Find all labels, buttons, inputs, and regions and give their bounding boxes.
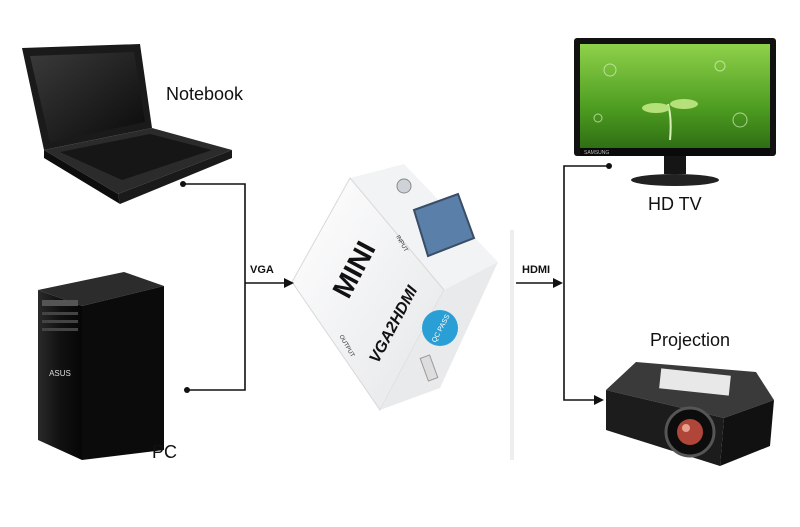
adapter-image: QC PASS MINI VGA2HDMI INPUT OUTPUT [291, 164, 498, 411]
notebook-label: Notebook [166, 84, 244, 104]
reflection-strip [510, 230, 514, 460]
pc-label: PC [152, 442, 178, 462]
vga-connection-lines [183, 183, 288, 391]
pc-image: ASUS [38, 272, 164, 460]
pc-port-dot [184, 387, 190, 393]
pc-brand-text: ASUS [49, 369, 71, 378]
vga-label: VGA [250, 264, 274, 276]
hdtv-image: SAMSUNG [574, 38, 776, 186]
hdtv-label: HD TV [648, 194, 702, 214]
hdmi-connection-lines [516, 165, 609, 401]
notebook-image [22, 44, 232, 204]
qc-badge [422, 310, 458, 346]
notebook-port-dot [180, 181, 186, 187]
hdmi-label: HDMI [522, 264, 551, 276]
vga-arrow-head [284, 278, 294, 288]
hdmi-arrow-head [553, 278, 563, 288]
projector-image [606, 362, 774, 466]
projector-arrow-head [594, 395, 604, 405]
tv-brand-text: SAMSUNG [584, 150, 609, 156]
tv-port-dot [606, 163, 612, 169]
projection-label: Projection [650, 330, 731, 350]
